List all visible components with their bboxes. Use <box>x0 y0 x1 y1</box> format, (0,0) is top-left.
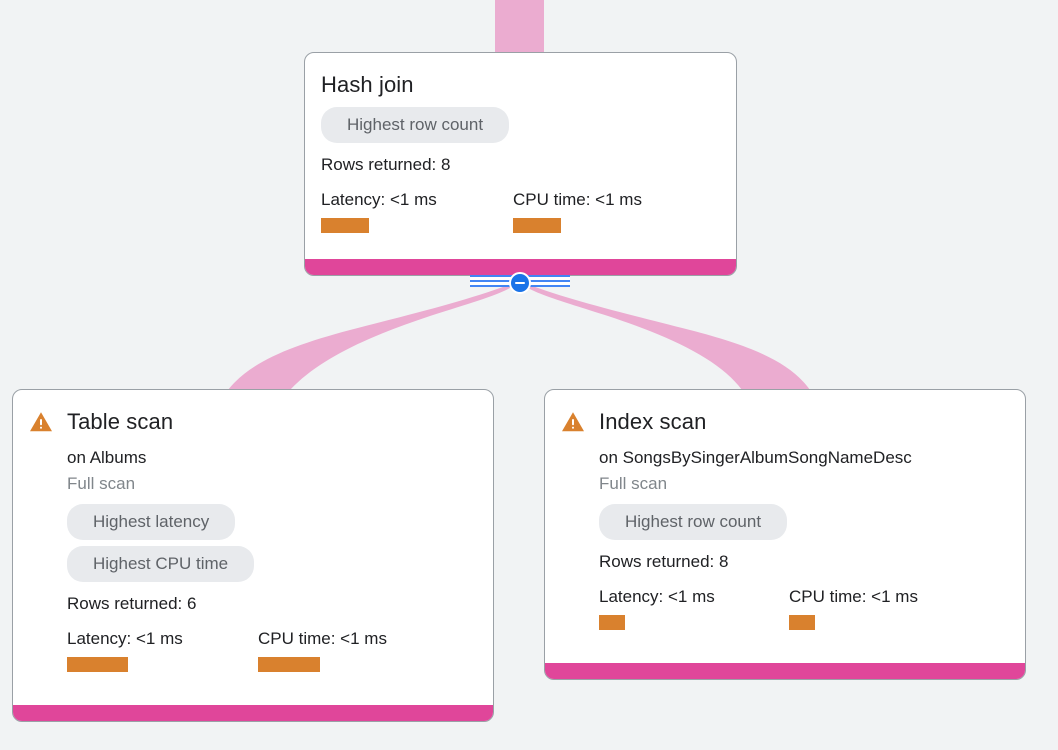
node-chips: Highest row count <box>321 107 720 143</box>
warning-triangle-icon <box>562 412 584 432</box>
metric-cpu-time: CPU time: <1 ms <box>789 586 918 630</box>
node-body: Table scan on Albums Full scan Highest l… <box>13 390 493 705</box>
metric-cpu-time: CPU time: <1 ms <box>258 628 387 672</box>
minus-icon <box>515 282 525 284</box>
node-metrics: Latency: <1 ms CPU time: <1 ms <box>321 189 720 233</box>
collapse-children-toggle[interactable] <box>509 272 531 294</box>
node-subtitle: on Albums <box>67 448 147 467</box>
metric-latency-bar <box>321 218 369 233</box>
metric-latency: Latency: <1 ms <box>67 628 258 672</box>
node-accent-bar <box>13 705 493 721</box>
warning-triangle-icon <box>30 412 52 432</box>
node-title: Hash join <box>321 72 414 97</box>
node-header: Index scan <box>561 408 1009 436</box>
edge-incoming-hash-join <box>495 0 544 53</box>
edge-hash-join-to-table-scan <box>228 281 519 390</box>
metric-latency-label: Latency: <1 ms <box>321 190 437 209</box>
rows-returned-label: Rows returned: 8 <box>321 155 451 174</box>
node-index-scan[interactable]: Index scan on SongsBySingerAlbumSongName… <box>544 389 1026 680</box>
metric-latency-label: Latency: <1 ms <box>599 587 715 606</box>
metric-latency-bar <box>599 615 625 630</box>
node-accent-bar <box>305 259 736 275</box>
node-title: Index scan <box>599 409 707 434</box>
node-chips: Highest row count <box>599 504 1009 540</box>
node-header: Hash join <box>321 71 720 99</box>
metric-latency: Latency: <1 ms <box>599 586 789 630</box>
rows-returned-label: Rows returned: 8 <box>599 552 729 571</box>
metric-latency-label: Latency: <1 ms <box>67 629 183 648</box>
node-content: Highest row count Rows returned: 8 Laten… <box>321 99 720 233</box>
node-metrics: Latency: <1 ms CPU time: <1 ms <box>67 628 477 672</box>
metric-cpu-time-label: CPU time: <1 ms <box>258 629 387 648</box>
node-content: on SongsBySingerAlbumSongNameDesc Full s… <box>561 436 1009 630</box>
node-hash-join[interactable]: Hash join Highest row count Rows returne… <box>304 52 737 276</box>
metric-cpu-time-label: CPU time: <1 ms <box>789 587 918 606</box>
metric-cpu-time-label: CPU time: <1 ms <box>513 190 642 209</box>
node-title: Table scan <box>67 409 174 434</box>
node-scan-type: Full scan <box>599 474 668 493</box>
node-accent-bar <box>545 663 1025 679</box>
metric-cpu-time-bar <box>789 615 815 630</box>
node-table-scan[interactable]: Table scan on Albums Full scan Highest l… <box>12 389 494 722</box>
node-body: Hash join Highest row count Rows returne… <box>305 53 736 259</box>
metric-latency: Latency: <1 ms <box>321 189 513 233</box>
node-chips: Highest latency Highest CPU time <box>67 504 477 582</box>
node-scan-type: Full scan <box>67 474 136 493</box>
collapse-toggle-group[interactable] <box>470 272 570 294</box>
node-content: on Albums Full scan Highest latency High… <box>29 436 477 672</box>
node-header: Table scan <box>29 408 477 436</box>
node-subtitle: on SongsBySingerAlbumSongNameDesc <box>599 448 912 467</box>
chip-highest-row-count[interactable]: Highest row count <box>321 107 510 143</box>
metric-cpu-time-bar <box>513 218 561 233</box>
chip-highest-latency[interactable]: Highest latency <box>67 504 236 540</box>
rows-returned-label: Rows returned: 6 <box>67 594 197 613</box>
node-body: Index scan on SongsBySingerAlbumSongName… <box>545 390 1025 663</box>
metric-latency-bar <box>67 657 128 672</box>
metric-cpu-time-bar <box>258 657 320 672</box>
edge-hash-join-to-index-scan <box>519 281 810 390</box>
node-metrics: Latency: <1 ms CPU time: <1 ms <box>599 586 1009 630</box>
chip-highest-row-count[interactable]: Highest row count <box>599 504 788 540</box>
metric-cpu-time: CPU time: <1 ms <box>513 189 642 233</box>
chip-highest-cpu-time[interactable]: Highest CPU time <box>67 546 255 582</box>
